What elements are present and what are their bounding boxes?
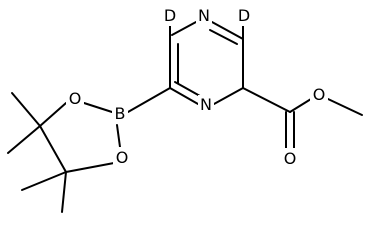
bond-o-methyl xyxy=(327,98,363,116)
bonds xyxy=(7,21,363,213)
molecule-structure: N N D D B O O O O xyxy=(7,5,363,213)
bond-ring-n1-c6-inner xyxy=(174,81,201,97)
bond-c-c-pinacol xyxy=(39,125,67,173)
bond-ring-c5-n4 xyxy=(171,21,197,36)
nitrogen-top-label: N xyxy=(198,6,210,25)
deuterium-left-label: D xyxy=(164,6,176,25)
bond-carbonyl-o-single xyxy=(289,98,312,113)
oxygen-ester-single-label: O xyxy=(313,85,326,104)
bond-o-lower-c xyxy=(65,162,115,173)
bond-ring-c2-n1 xyxy=(213,87,244,105)
boron-label: B xyxy=(115,104,126,123)
oxygen-boronate-lower-label: O xyxy=(116,148,129,167)
atom-labels: N N D D B O O O O xyxy=(66,5,328,168)
bond-boron-o-upper xyxy=(83,102,113,113)
oxygen-boronate-upper-label: O xyxy=(69,89,82,108)
bond-ring-n1-c6 xyxy=(169,87,199,105)
bond-ring-n4-c3 xyxy=(211,21,244,40)
bond-c6-boron xyxy=(127,87,171,113)
bond-methyl-lower-right xyxy=(61,171,67,213)
bond-methyl-upper-left xyxy=(11,92,41,127)
bond-c2-carbonyl xyxy=(242,87,291,113)
deuterium-right-label: D xyxy=(238,6,250,25)
oxygen-carbonyl-label: O xyxy=(284,149,297,168)
bond-methyl-lower-left xyxy=(21,171,67,191)
bond-methyl-upper-right xyxy=(7,125,41,154)
bond-ring-n4-c3-inner xyxy=(209,29,238,45)
bond-boron-o-lower xyxy=(116,124,121,148)
bond-o-upper-c xyxy=(39,102,67,127)
nitrogen-bottom-label: N xyxy=(200,95,212,114)
